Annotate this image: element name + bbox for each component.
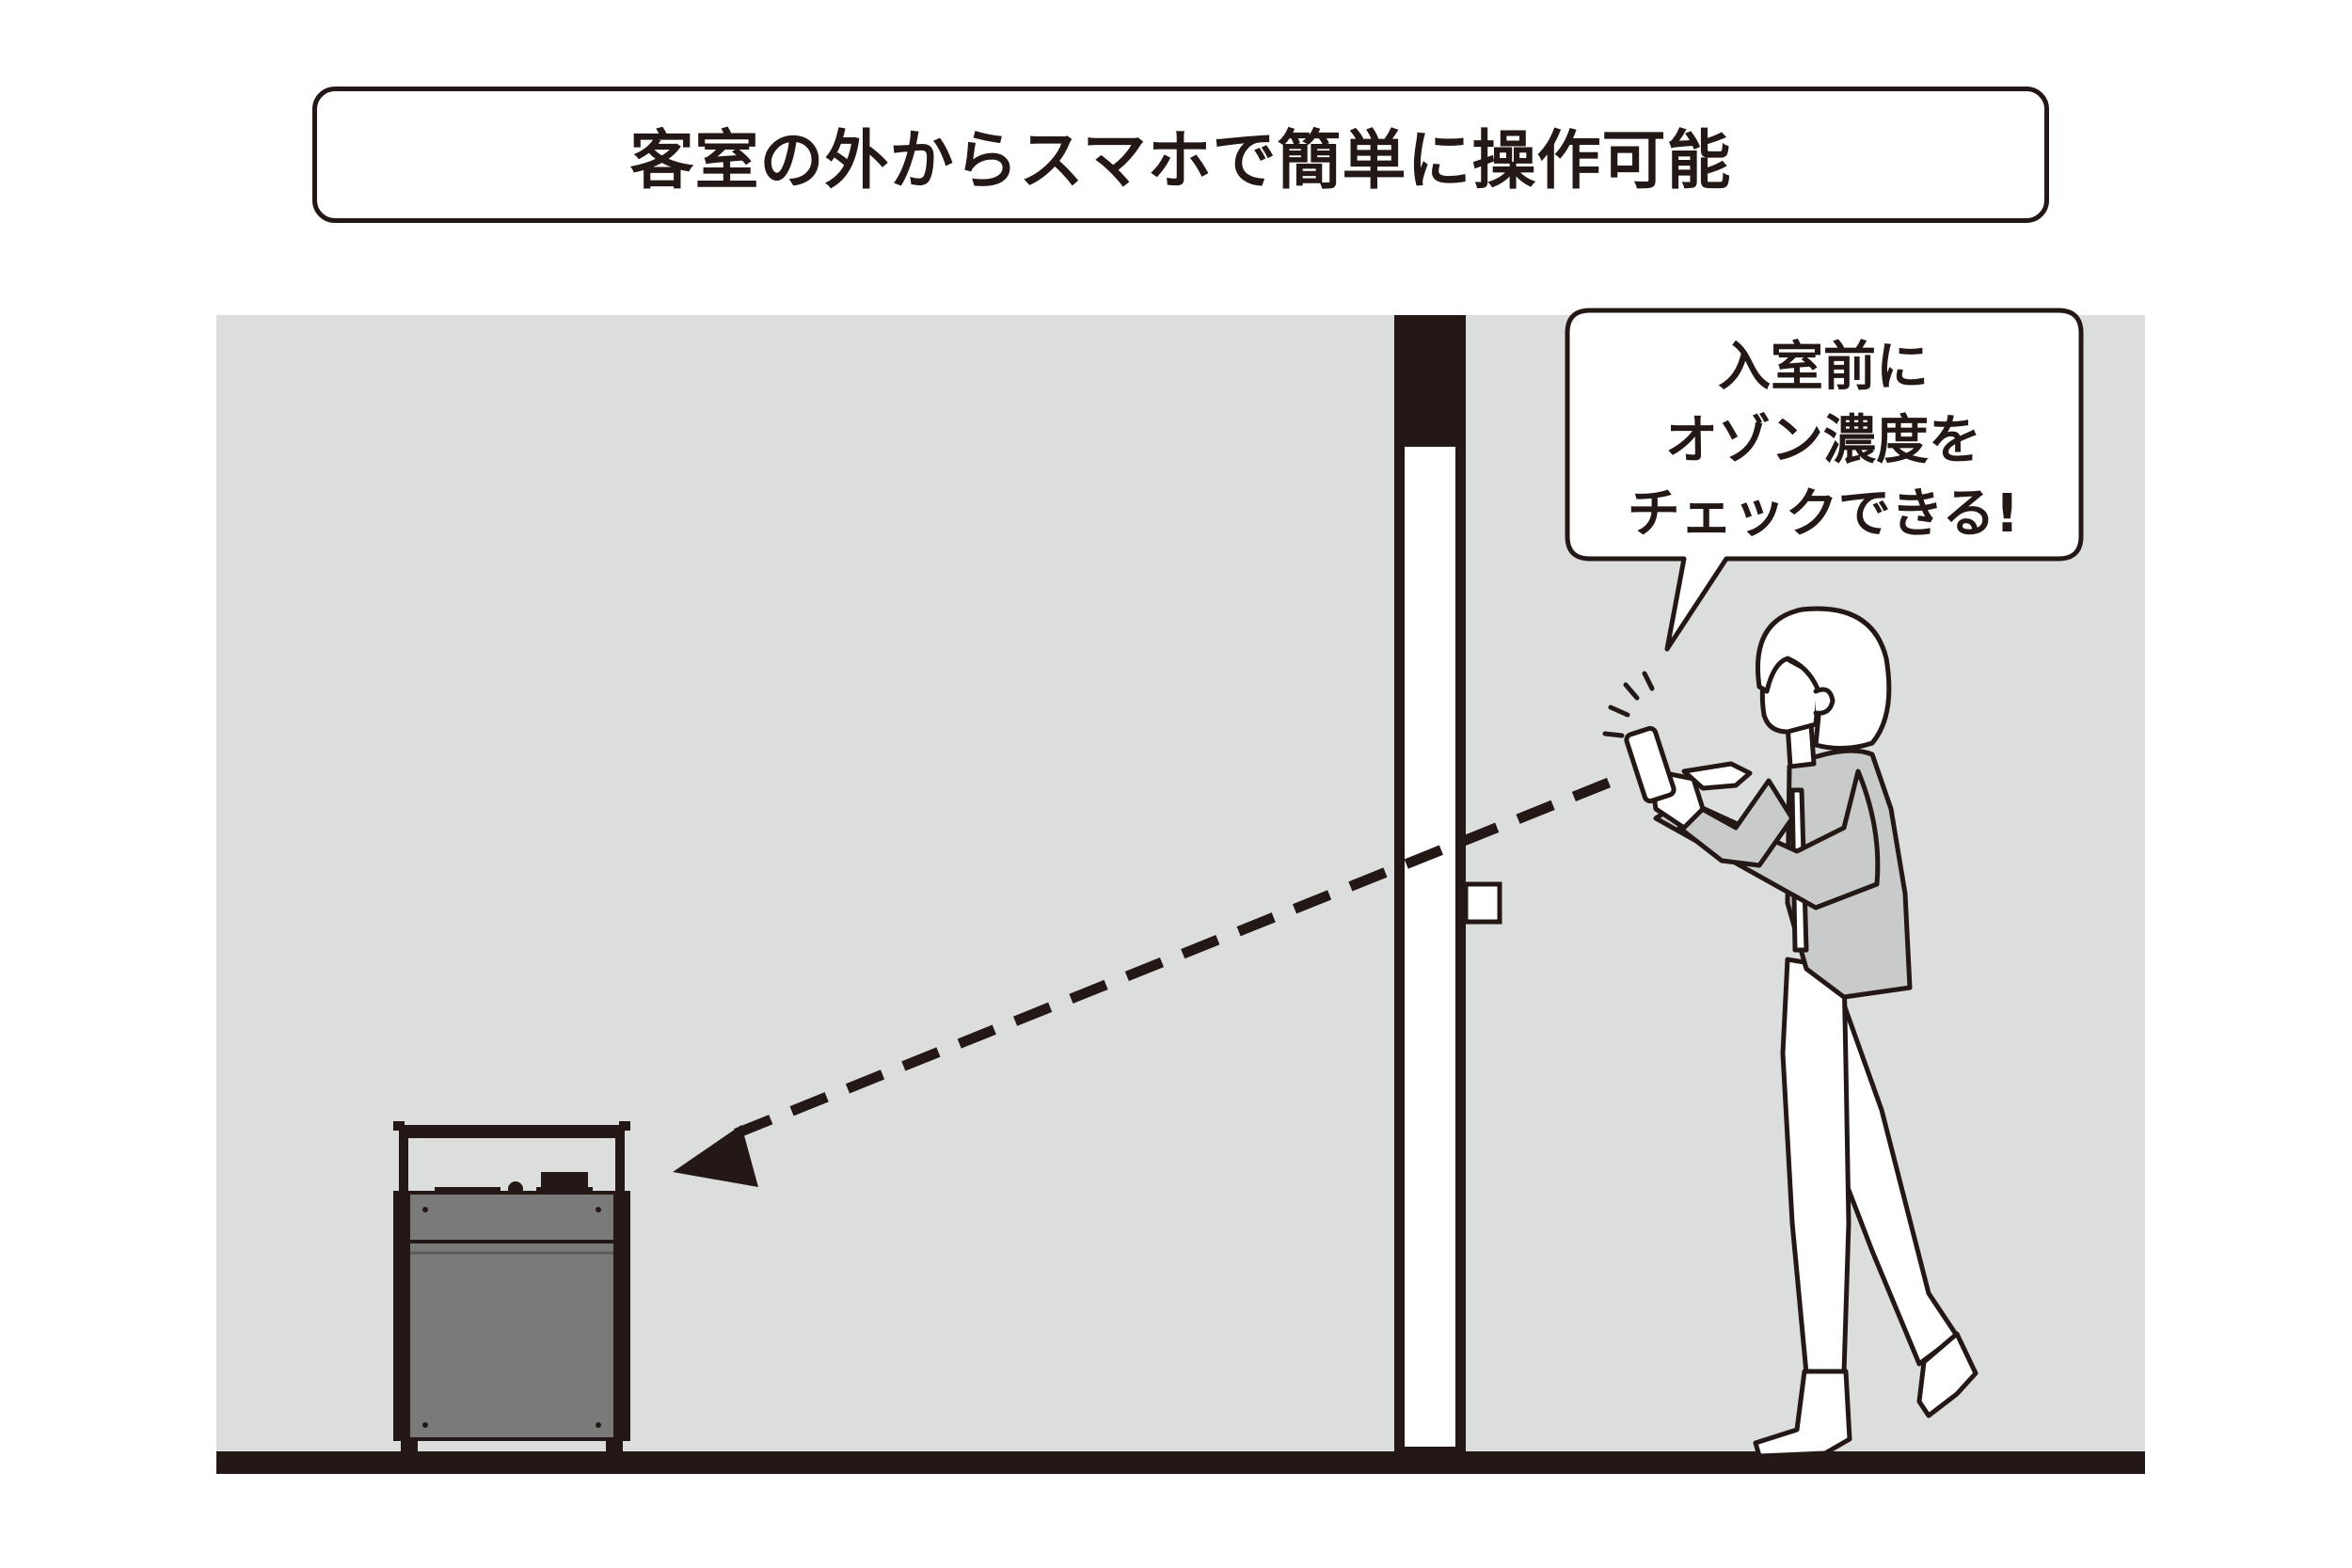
- door-partition: [1394, 315, 1502, 1453]
- arrow-head: [673, 1125, 758, 1187]
- ozone-generator-icon: [393, 1121, 630, 1452]
- wireless-signal-icon: [1602, 671, 1655, 738]
- speech-bubble: [1565, 308, 2084, 652]
- title-box: 客室の外からスマホで簡単に操作可能: [312, 87, 2049, 223]
- speech-bubble-text: 入室前に オゾン濃度を チェックできる!: [1569, 331, 2077, 551]
- speech-line-3: チェックできる!: [1627, 483, 2020, 545]
- woman-with-smartphone-icon: [1624, 606, 1979, 1459]
- door-handle: [1463, 881, 1502, 925]
- smartphone-icon: [1624, 725, 1677, 804]
- speech-line-1: 入室前に: [1718, 337, 1929, 398]
- signal-arrow: [673, 777, 1612, 1187]
- page-title: 客室の外からスマホで簡単に操作可能: [629, 124, 1732, 198]
- speech-line-2: オゾン濃度を: [1665, 410, 1981, 471]
- floor: [216, 1451, 2145, 1474]
